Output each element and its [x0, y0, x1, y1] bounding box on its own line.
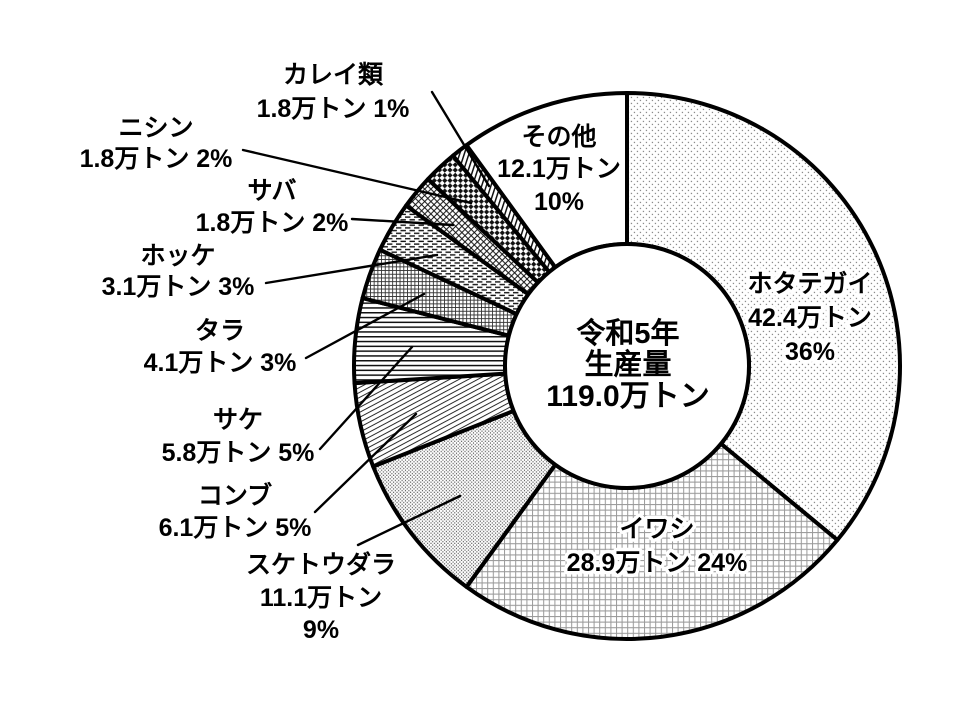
label-sonota-line2: 12.1万トン — [497, 155, 621, 183]
label-iwashi-line2: 28.9万トン 24% — [567, 549, 748, 577]
label-saba-line2: 1.8万トン 2% — [196, 209, 349, 237]
label-konbu-line2: 6.1万トン 5% — [159, 514, 312, 542]
leader-sake — [318, 345, 414, 451]
leader-karei — [430, 90, 491, 188]
label-hokke-line2: 3.1万トン 3% — [102, 273, 255, 301]
pie-slices — [352, 91, 902, 641]
label-tara-line2: 4.1万トン 3% — [144, 349, 297, 377]
leader-suketoudara — [356, 494, 462, 547]
leader-lines — [241, 90, 491, 547]
leader-saba — [350, 217, 455, 227]
label-karei-line1: カレイ類 — [283, 61, 384, 89]
label-suketoudara-line1: スケトウダラ — [246, 550, 396, 579]
label-sake-line2: 5.8万トン 5% — [162, 439, 315, 467]
label-iwashi-line1: イワシ — [619, 515, 694, 543]
center-title-line2: 生産量 — [584, 348, 671, 381]
center-title-line3: 119.0万トン — [546, 380, 709, 413]
label-sonota-line3: 10% — [534, 188, 584, 216]
center-title-line1: 令和5年 — [576, 316, 679, 350]
label-tara-line1: タラ — [195, 317, 245, 345]
label-sake-line1: サケ — [213, 406, 263, 434]
label-suketoudara-line3: 9% — [303, 616, 339, 644]
label-hotategai-line3: 36% — [785, 338, 835, 366]
label-suketoudara-line2: 11.1万トン — [260, 584, 382, 612]
donut-center-circle — [503, 242, 751, 490]
label-hotategai-line2: 42.4万トン — [748, 304, 872, 332]
label-hokke-line1: ホッケ — [140, 242, 215, 270]
label-hotategai-line1: ホタテガイ — [747, 270, 872, 298]
label-konbu-line1: コンブ — [198, 481, 272, 510]
segment-labels: ホタテガイ 42.4万トン 36% イワシ 28.9万トン 24% スケトウダラ 11.1万… — [80, 61, 876, 644]
label-nishin-line1: ニシン — [118, 114, 193, 142]
label-karei-line2: 1.8万トン 1% — [257, 95, 410, 123]
label-nishin-line2: 1.8万トン 2% — [80, 145, 233, 173]
leader-konbu — [313, 412, 418, 514]
leader-tara — [304, 292, 426, 360]
label-sonota-line1: その他 — [521, 123, 596, 151]
leader-nishin — [241, 148, 473, 205]
leader-hokke — [264, 253, 439, 285]
label-saba-line1: サバ — [247, 177, 296, 205]
